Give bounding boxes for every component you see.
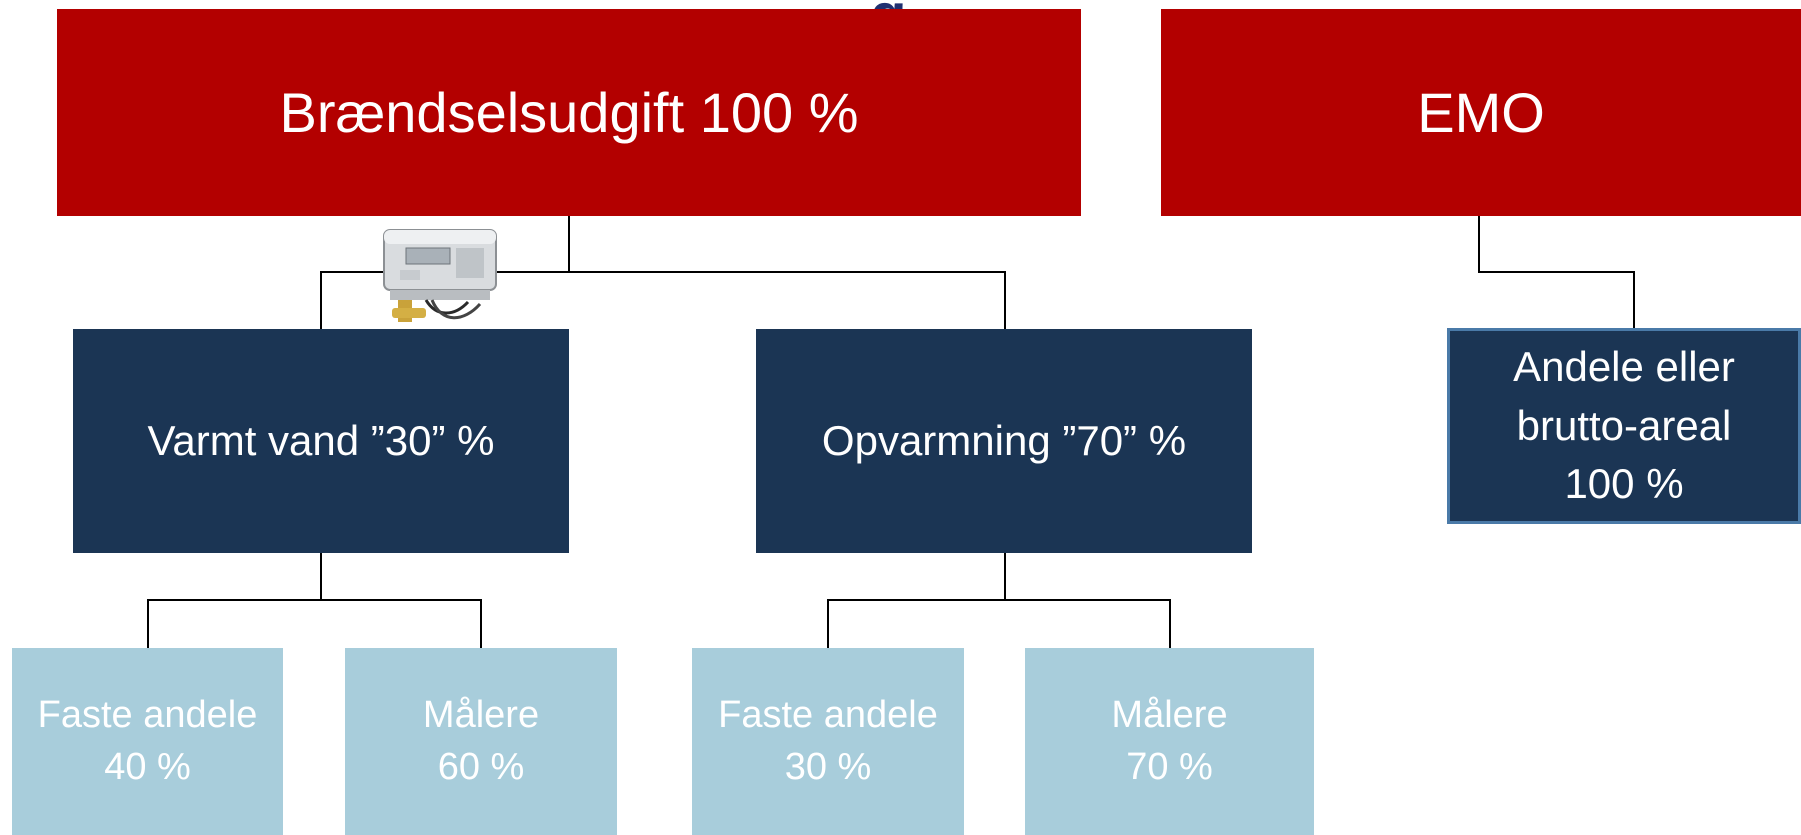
connector-opv-stem xyxy=(1004,552,1006,601)
fixed-shares-heating-box: Faste andele 30 % xyxy=(692,648,964,835)
connector-varmt-horizontal xyxy=(147,599,482,601)
fuel-cost-box: Brændselsudgift 100 % xyxy=(57,9,1081,216)
connector-opv-horizontal xyxy=(827,599,1171,601)
connector-to-andele xyxy=(1633,271,1635,328)
connector-top-horizontal xyxy=(320,271,1006,273)
connector-to-opvarmning xyxy=(1004,271,1006,329)
heat-meter-icon xyxy=(383,229,497,322)
fixed-shares-hot-water-box: Faste andele 40 % xyxy=(12,648,283,835)
meters-heating-box: Målere 70 % xyxy=(1025,648,1314,835)
meters-hot-water-label: Målere 60 % xyxy=(422,694,540,788)
heating-label: Opvarmning ”70” % xyxy=(821,417,1187,464)
shares-area-box: Andele eller brutto-areal 100 % xyxy=(1447,328,1801,524)
hot-water-box: Varmt vand ”30” % xyxy=(73,329,569,553)
connector-emo-horizontal xyxy=(1478,271,1635,273)
title-fragment: g xyxy=(870,0,960,10)
connector-to-leaf-4 xyxy=(1169,599,1171,648)
meters-heating-label: Målere 70 % xyxy=(1111,694,1228,788)
connector-to-leaf-3 xyxy=(827,599,829,648)
hot-water-label: Varmt vand ”30” % xyxy=(147,417,495,464)
connector-to-leaf-1 xyxy=(147,599,149,648)
meters-hot-water-box: Målere 60 % xyxy=(345,648,617,835)
emo-label: EMO xyxy=(1417,81,1545,144)
fixed-shares-hot-water-label: Faste andele 40 % xyxy=(37,694,258,788)
connector-emo-stem xyxy=(1478,215,1480,273)
emo-box: EMO xyxy=(1161,9,1801,216)
connector-to-leaf-2 xyxy=(480,599,482,648)
connector-to-varmt-vand xyxy=(320,271,322,329)
heating-box: Opvarmning ”70” % xyxy=(756,329,1252,553)
fixed-shares-heating-label: Faste andele 30 % xyxy=(718,694,938,788)
shares-area-label: Andele eller brutto-areal 100 % xyxy=(1513,342,1735,508)
connector-varmt-stem xyxy=(320,552,322,601)
connector-top-stem xyxy=(568,215,570,273)
fuel-cost-label: Brændselsudgift 100 % xyxy=(279,81,859,144)
